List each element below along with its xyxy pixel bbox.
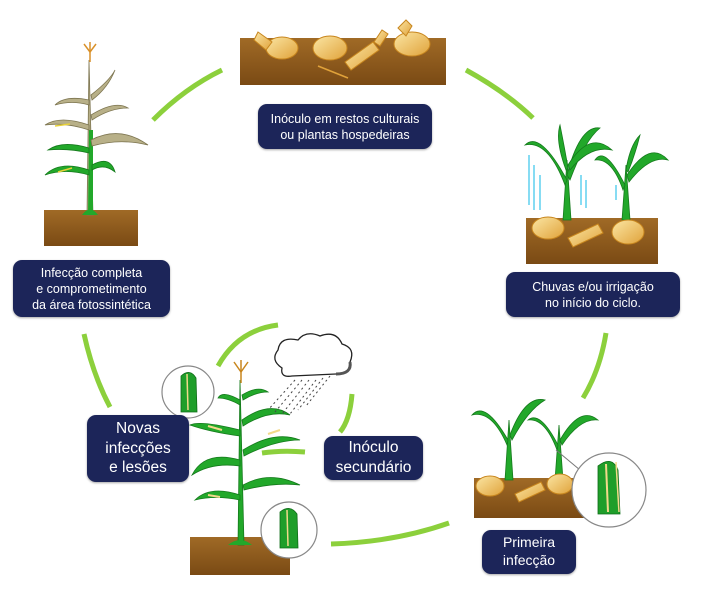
label-first-infection-text: Primeira infecção xyxy=(502,534,556,568)
label-inoculum: Inóculo em restos culturais ou plantas h… xyxy=(258,104,432,149)
first-infection-illustration xyxy=(470,399,647,528)
residue-pieces xyxy=(253,19,431,71)
rain-drops xyxy=(528,155,617,210)
label-secondary-inoculum-text: Inóculo secundário xyxy=(335,439,412,476)
arc-rain-to-first-infection xyxy=(580,332,609,400)
arc-complete-to-inoculum xyxy=(151,67,224,122)
arc-inoculum-to-rain xyxy=(464,67,535,120)
senescent-plant-illustration xyxy=(44,42,149,246)
soil-block xyxy=(44,210,138,246)
label-complete-infection: Infecção completa e comprometimento da á… xyxy=(13,260,170,317)
residue-illustration xyxy=(240,19,446,85)
rain-plants-illustration xyxy=(523,123,670,264)
lesion-magnifier-upper xyxy=(161,365,215,419)
arc-inner-bottom xyxy=(261,448,306,456)
lesion-magnifier xyxy=(555,449,647,528)
label-rain: Chuvas e/ou irrigação no início do ciclo… xyxy=(506,272,680,317)
label-new-infections-text: Novas infecções e lesões xyxy=(105,419,171,477)
label-complete-infection-text: Infecção completa e comprometimento da á… xyxy=(32,265,151,312)
arc-inner-right xyxy=(338,393,355,434)
label-inoculum-text: Inóculo em restos culturais ou plantas h… xyxy=(270,111,420,142)
mature-plant-illustration xyxy=(161,333,353,575)
cycle-arrows xyxy=(81,67,609,547)
lesion-magnifier-lower xyxy=(260,501,318,559)
rain-dots xyxy=(267,375,331,415)
arc-first-infection-to-new xyxy=(330,520,450,547)
label-new-infections: Novas infecções e lesões xyxy=(87,415,189,482)
arc-inner-top xyxy=(215,322,279,368)
label-rain-text: Chuvas e/ou irrigação no início do ciclo… xyxy=(532,279,654,310)
label-first-infection: Primeira infecção xyxy=(482,530,576,574)
arc-new-to-complete xyxy=(81,333,113,409)
cloud-icon xyxy=(274,333,353,377)
label-secondary-inoculum: Inóculo secundário xyxy=(324,436,423,480)
